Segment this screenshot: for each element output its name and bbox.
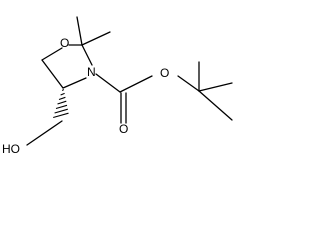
bond-c2-methyl-up-left bbox=[76, 16, 83, 46]
bond-c5-c4 bbox=[41, 59, 64, 89]
bond-c4-n bbox=[62, 77, 87, 89]
atom-hydroxyl: HO bbox=[2, 142, 20, 156]
atom-ester-oxygen: O bbox=[160, 66, 169, 80]
hashed-wedge-bond bbox=[53, 89, 69, 119]
bond-ester-o-tbu-c bbox=[177, 75, 200, 92]
bond-ring-o-c5 bbox=[41, 47, 63, 61]
bond-ch2-oh bbox=[26, 120, 63, 146]
atom-ring-nitrogen: N bbox=[87, 65, 96, 79]
bond-tbu-methyl-right bbox=[198, 82, 233, 92]
atom-ring-oxygen: O bbox=[60, 36, 69, 50]
bond-carbonyl-c-ester-o bbox=[119, 75, 153, 93]
bond-n-carbonyl-c bbox=[95, 73, 121, 93]
bond-tbu-methyl-down bbox=[198, 90, 233, 121]
structure-diagram: O N O O HO bbox=[2, 16, 233, 156]
bond-c2-methyl-right bbox=[81, 31, 111, 46]
atom-carbonyl-oxygen: O bbox=[119, 122, 128, 136]
bond-c2-n bbox=[81, 44, 93, 66]
